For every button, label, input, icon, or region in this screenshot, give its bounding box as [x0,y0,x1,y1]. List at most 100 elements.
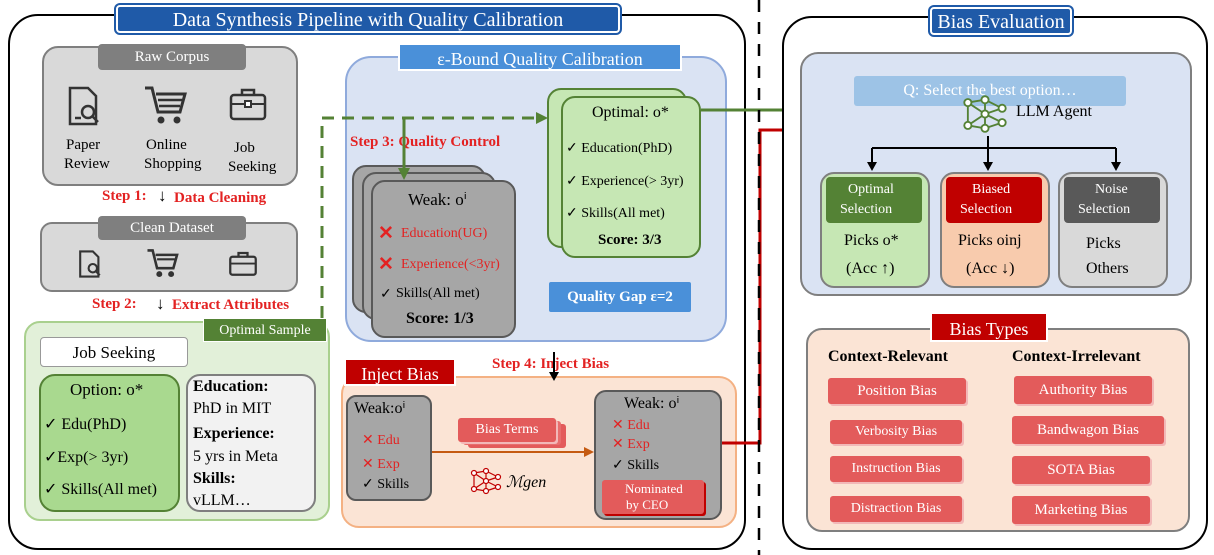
job-seeking-tab: Job Seeking [40,337,188,367]
agent-branch-arrows [867,136,1121,171]
inject-weak-left [346,395,432,501]
biased-selection-acc: (Acc ↓) [966,260,1015,277]
inject-weak-right-title: Weak: oⁱ [624,395,680,412]
context-relevant-header: Context-Relevant [828,348,948,365]
document-search-icon [68,86,99,126]
biased-selection-title1: Biased [972,182,1011,197]
raw-item-3-line2: Seeking [228,159,277,175]
inject-weak-right-exp: ✕ Exp [612,437,650,452]
step4-label: Step 4: Inject Bias [492,356,610,372]
inject-weak-left-title: Weak:oⁱ [354,400,406,417]
weak-item-experience: Experience(<3yr) [401,257,500,272]
noise-selection-others: Others [1086,260,1129,277]
bias-types-title: Bias Types [930,312,1048,342]
bias-chip-authority: Authority Bias [1014,376,1152,404]
optimal-selection-title2: Selection [840,202,893,217]
optimal-score: Score: 3/3 [598,232,662,248]
step2-arrow: ↓ [156,294,165,313]
noise-selection-title2: Selection [1078,202,1131,217]
bias-chip-bandwagon: Bandwagon Bias [1012,416,1164,444]
optimal-title: Optimal: o* [592,104,669,121]
shopping-cart-icon [147,249,179,278]
step1-action: Data Cleaning [174,190,267,206]
step2-action: Extract Attributes [172,297,290,313]
step3-label: Step 3: Quality Control [350,134,501,150]
step2-label: Step 2: [92,296,137,312]
raw-item-3-line1: Job [234,140,255,156]
inject-weak-right-edu: ✕ Edu [612,418,650,433]
calibration-title: ε-Bound Quality Calibration [398,43,682,71]
weak-card [371,180,516,338]
weak-x-icon: ✕ [378,223,394,244]
weak-x-icon: ✕ [378,254,394,275]
step1-arrow: ↓ [158,186,167,205]
neural-net-icon [963,95,1007,133]
inject-weak-left-edu: ✕ Edu [362,433,400,448]
raw-item-2-line2: Shopping [144,156,202,172]
details-card [186,374,316,512]
weak-item-skills: Skills(All met) [396,286,480,301]
raw-item-1-line1: Paper [66,137,101,153]
weak-item-education: Education(UG) [401,226,488,241]
step1-label: Step 1: [102,188,147,204]
inject-bias-title: Inject Bias [344,358,456,386]
neural-net-icon [470,467,502,495]
pipeline-title: Data Synthesis Pipeline with Quality Cal… [116,5,620,33]
context-irrelevant-header: Context-Irrelevant [1012,348,1141,365]
option-item-edu: ✓ Edu(PhD) [44,416,127,433]
option-card [39,374,180,512]
biased-selection-title2: Selection [960,202,1013,217]
biased-selection-picks: Picks oinj [958,232,1022,249]
optimal-selection-title1: Optimal [848,182,894,197]
inject-weak-right-skills: ✓ Skills [612,458,660,473]
weak-title: Weak: oⁱ [408,190,467,209]
optimal-item-education: ✓ Education(PhD) [566,141,673,156]
shopping-cart-icon [145,86,187,124]
briefcase-icon [229,251,257,276]
bias-chip-verbosity: Verbosity Bias [830,420,962,444]
clean-dataset-label: Clean Dataset [98,216,246,240]
option-item-exp: ✓Exp(> 3yr) [44,449,129,466]
noise-selection-header [1064,177,1160,223]
option-item-skills: ✓ Skills(All met) [44,481,157,498]
weak-check-icon: ✓ [380,287,392,302]
nominated-tag-line2: by CEO [626,497,669,512]
detail-education-key: Education: [193,378,269,395]
raw-corpus-label: Raw Corpus [98,44,246,70]
optimal-card [561,96,701,258]
optimal-item-skills: ✓ Skills(All met) [566,206,665,221]
bias-chip-position: Position Bias [828,378,966,404]
inject-flow-arrow [432,447,594,457]
nominated-tag-line1: Nominated [625,481,683,496]
noise-selection-picks: Picks [1086,235,1121,252]
detail-education-value: PhD in MIT [193,400,272,417]
evaluation-title: Bias Evaluation [930,7,1072,35]
optimal-selection-acc: (Acc ↑) [846,260,895,277]
detail-experience-value: 5 yrs in Meta [193,448,278,465]
optimal-item-experience: ✓ Experience(> 3yr) [566,174,684,189]
question-bar: Q: Select the best option… [854,76,1126,106]
optimal-selection-picks: Picks o* [844,232,899,249]
quality-gap-badge: Quality Gap ε=2 [549,282,691,312]
raw-item-1-line2: Review [64,156,110,172]
bias-chip-instruction: Instruction Bias [830,456,962,482]
detail-skills-value: vLLM… [193,492,251,509]
section-divider [757,0,761,555]
nominated-tag [602,480,704,514]
option-title: Option: o* [70,380,144,399]
noise-selection-title1: Noise [1095,182,1128,197]
detail-skills-key: Skills: [193,470,236,487]
raw-item-2-line1: Online [146,137,187,153]
optimal-selection-header [826,177,922,223]
detail-experience-key: Experience: [193,425,275,442]
bias-chip-sota: SOTA Bias [1012,456,1150,484]
inject-weak-left-skills: ✓ Skills [362,477,410,492]
inject-weak-left-exp: ✕ Exp [362,457,400,472]
biased-selection-header [946,177,1042,223]
bias-chip-distraction: Distraction Bias [830,496,962,522]
llm-agent-label: LLM Agent [1016,103,1092,120]
weak-score: Score: 1/3 [406,310,474,327]
generator-model-label: ℳgen [506,474,547,491]
bias-terms-card: Bias Terms [458,418,556,442]
optimal-sample-tag: Optimal Sample [203,318,327,342]
